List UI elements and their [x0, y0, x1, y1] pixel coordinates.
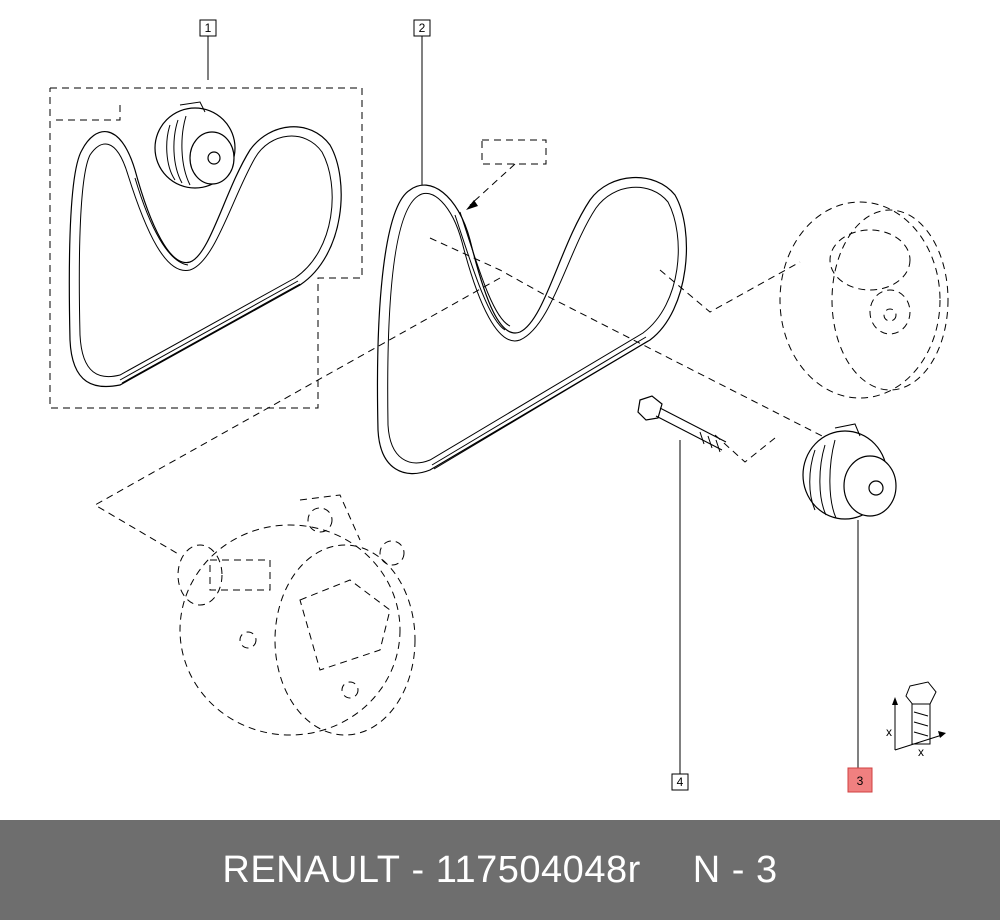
tensioner-inset — [154, 101, 236, 189]
alternator — [177, 494, 416, 736]
separator — [400, 849, 411, 892]
main-belt — [376, 139, 688, 475]
dash-separator: - — [411, 848, 425, 891]
callout-1-label: 1 — [205, 21, 212, 35]
inset-box-belt-1 — [49, 87, 363, 409]
callout-2[interactable]: 2 — [413, 19, 431, 185]
drive-belt-1 — [68, 126, 342, 388]
footer-bar: RENAULT - 117504048r N - 3 — [0, 820, 1000, 920]
callout-4-box[interactable] — [671, 773, 689, 791]
callout-3-box[interactable] — [847, 767, 873, 793]
brand-name: RENAULT — [222, 848, 401, 891]
callout-3[interactable]: 3 — [847, 520, 873, 793]
position-label: N - 3 — [692, 848, 778, 891]
torque-symbol: x x — [886, 681, 946, 759]
part-number: 117504048r — [435, 848, 641, 891]
crankshaft-pulley — [779, 201, 949, 399]
bolt — [637, 395, 727, 453]
callout-4[interactable]: 4 — [671, 440, 689, 791]
assembly-lines — [93, 237, 831, 556]
callout-4-label: 4 — [677, 775, 684, 789]
belt-tensioner — [802, 423, 897, 520]
callout-2-label: 2 — [419, 21, 426, 35]
torque-label-x1: x — [886, 725, 892, 739]
callout-3-label: 3 — [857, 774, 864, 788]
parts-diagram: 1 2 — [49, 19, 949, 793]
callout-1[interactable]: 1 — [199, 19, 217, 80]
torque-label-x2: x — [918, 745, 924, 759]
